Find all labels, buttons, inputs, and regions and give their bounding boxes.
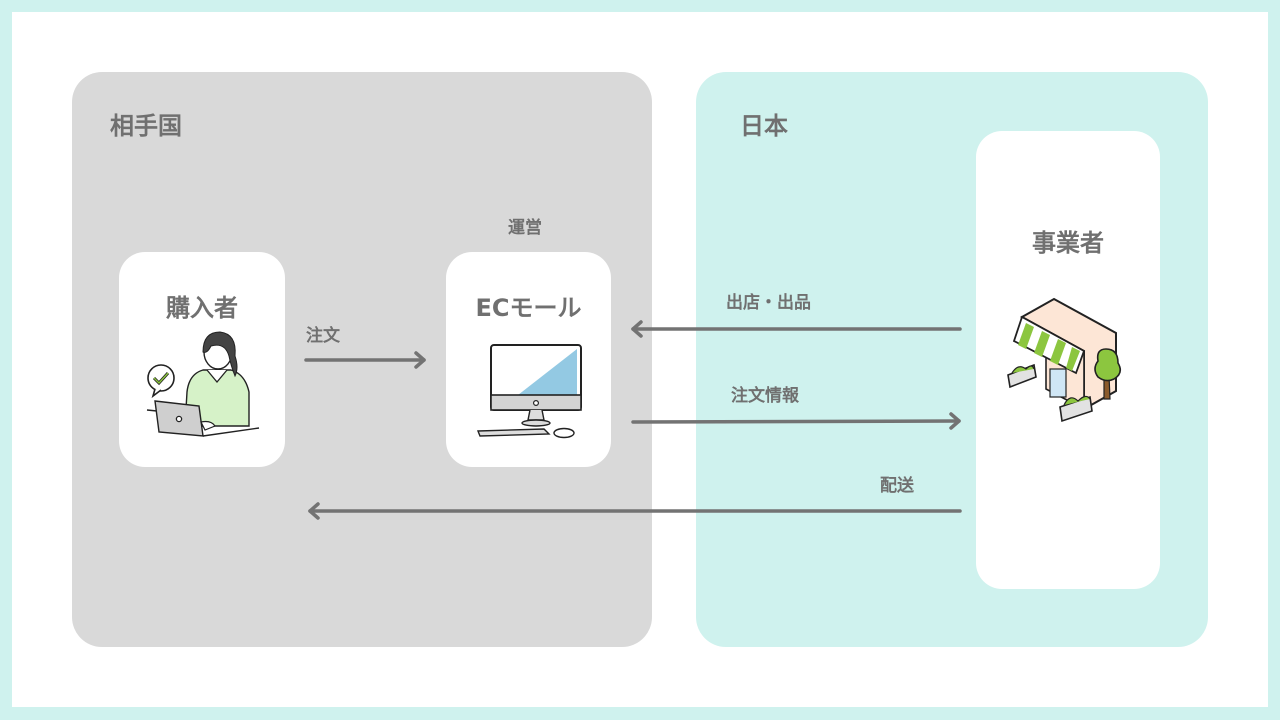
edge-label-delivery: 配送 xyxy=(880,476,914,496)
storefront-icon xyxy=(1007,297,1122,423)
edge-label-order-info: 注文情報 xyxy=(731,386,799,406)
card-title: 購入者 xyxy=(166,294,238,322)
buyer-card: 購入者 xyxy=(119,252,285,467)
card-title: ECモール xyxy=(475,294,582,322)
arrow-listing xyxy=(631,320,962,338)
desktop-computer-icon xyxy=(476,344,582,439)
person-at-laptop-icon xyxy=(146,331,260,437)
edge-label-order: 注文 xyxy=(306,326,340,346)
business-card: 事業者 xyxy=(976,131,1160,589)
edge-label-listing: 出店・出品 xyxy=(726,293,811,313)
arrow-order xyxy=(304,351,426,369)
region-title: 相手国 xyxy=(110,112,182,140)
arrow-delivery xyxy=(308,502,962,520)
arrow-order-info xyxy=(631,412,961,430)
ec-mall-card: ECモール xyxy=(446,252,611,467)
card-title: 事業者 xyxy=(1032,229,1104,257)
ec-mall-caption: 運営 xyxy=(508,218,542,238)
region-title: 日本 xyxy=(740,112,788,140)
